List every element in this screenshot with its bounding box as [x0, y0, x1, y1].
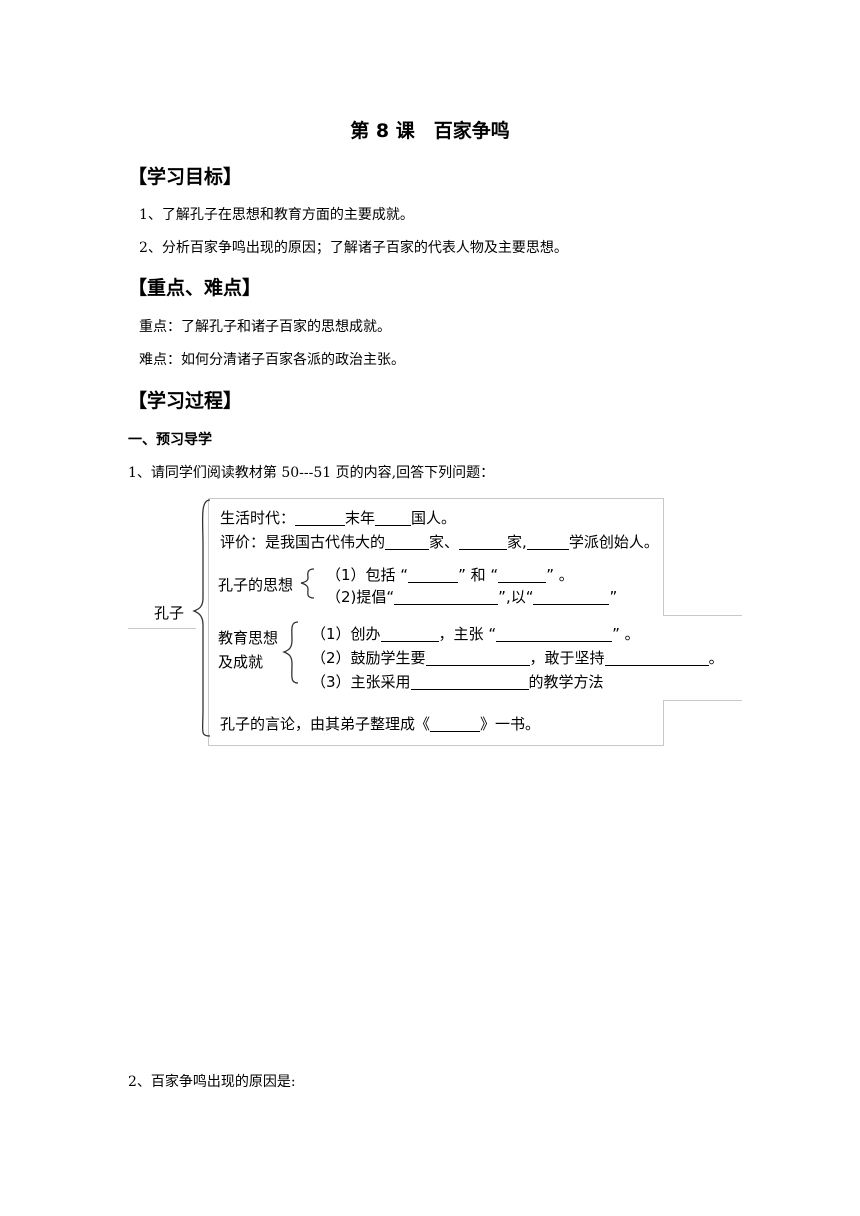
- analects-line: 孔子的言论，由其弟子整理成《 》一书。: [220, 713, 540, 734]
- question-1: 1、请同学们阅读教材第 50---51 页的内容,回答下列问题：: [128, 465, 495, 481]
- blank-edu-3: [410, 674, 529, 690]
- key-heading: 【重点、难点】: [128, 277, 262, 299]
- eval-end: 学派创始人。: [568, 533, 659, 551]
- difficulty-text: 难点：如何分清诸子百家各派的政治主张。: [139, 352, 405, 368]
- part1-heading: 一、预习导学: [128, 432, 212, 448]
- blank-eval-3: [526, 534, 569, 550]
- blank-thought-2a: [394, 589, 499, 605]
- blank-thought-1a: [408, 567, 459, 583]
- goals-heading: 【学习目标】: [128, 166, 243, 188]
- thought-label: 孔子的思想: [218, 576, 294, 594]
- thought-item-1: （1）包括 “ ” 和 “ ” 。: [326, 564, 574, 585]
- blank-analects: [430, 716, 481, 732]
- thought-1-mid: ” 和 “: [458, 566, 499, 584]
- diagram-root-confucius: 孔子: [154, 604, 185, 622]
- thought-2-pre: （2)提倡“: [326, 588, 395, 606]
- blank-edu-2a: [425, 650, 530, 666]
- lesson-title: 第 8 课 百家争鸣: [350, 120, 510, 142]
- thought-1-end: ” 。: [546, 566, 574, 584]
- eval-jia1: 家、: [429, 533, 460, 551]
- edu-3-end: 的教学方法: [528, 673, 604, 691]
- analects-end: 》一书。: [480, 715, 541, 733]
- edu-item-2: （2）鼓励学生要 ，敢于坚持 。: [311, 647, 724, 668]
- edu-label-2: 及成就: [218, 653, 264, 671]
- edu-1-end: ” 。: [612, 625, 640, 643]
- analects-pre: 孔子的言论，由其弟子整理成《: [220, 715, 431, 733]
- eval-jia2: 家,: [507, 533, 527, 551]
- edu-2-end: 。: [708, 649, 724, 667]
- edu-1-pre: （1）创办: [311, 625, 381, 643]
- edu-3-pre: （3）主张采用: [311, 673, 411, 691]
- edu-2-mid: ，敢于坚持: [529, 649, 605, 667]
- era-label: 生活时代：: [220, 509, 296, 527]
- question-2: 2、百家争鸣出现的原因是:: [128, 1074, 296, 1090]
- edu-item-3: （3）主张采用 的教学方法: [311, 671, 604, 692]
- thought-2-mid: ”,以“: [498, 588, 534, 606]
- blank-eval-2: [459, 534, 508, 550]
- edu-2-pre: （2）鼓励学生要: [311, 649, 426, 667]
- era-mid: 末年: [345, 509, 376, 527]
- goal-item-1: 1、了解孔子在思想和教育方面的主要成就。: [139, 207, 414, 223]
- goal-item-2: 2、分析百家争鸣出现的原因；了解诸子百家的代表人物及主要思想。: [139, 240, 568, 256]
- edu-item-1: （1）创办 ，主张 “ ” 。: [311, 623, 640, 644]
- edu-1-mid: ，主张 “: [438, 625, 497, 643]
- diagram-eval-line: 评价：是我国古代伟大的 家、 家, 学派创始人。: [220, 531, 659, 552]
- process-heading: 【学习过程】: [128, 390, 243, 412]
- blank-eval-1: [385, 534, 430, 550]
- thought-2-end: ”: [609, 588, 618, 606]
- thought-item-2: （2)提倡“ ”,以“ ”: [326, 586, 617, 607]
- edu-label-1: 教育思想: [218, 629, 279, 647]
- thought-1-pre: （1）包括 “: [326, 566, 409, 584]
- era-end: 国人。: [411, 509, 457, 527]
- blank-edu-1a: [380, 626, 439, 642]
- blank-edu-2b: [604, 650, 709, 666]
- blank-edu-1b: [496, 626, 613, 642]
- blank-era-state: [375, 510, 412, 526]
- blank-thought-1b: [498, 567, 547, 583]
- blank-era-dynasty: [295, 510, 346, 526]
- diagram-era-line: 生活时代： 末年 国人。: [220, 507, 456, 528]
- blank-thought-2b: [533, 589, 610, 605]
- eval-label: 评价：是我国古代伟大的: [220, 533, 386, 551]
- focus-text: 重点：了解孔子和诸子百家的思想成就。: [139, 319, 391, 335]
